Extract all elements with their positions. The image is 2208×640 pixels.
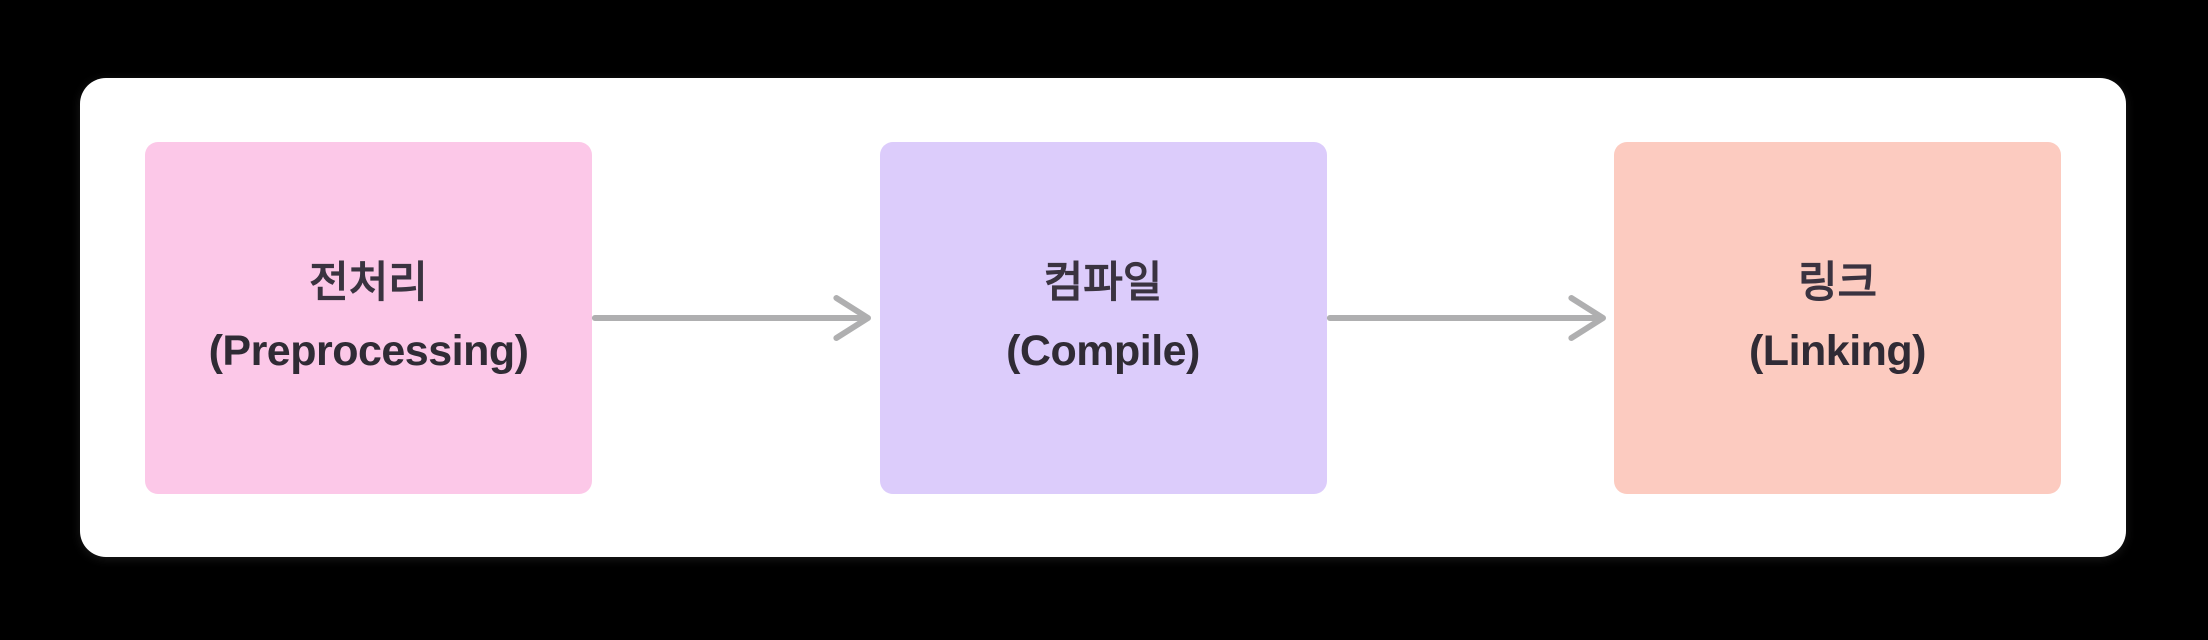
diagram-card: 전처리 (Preprocessing) 컴파일 (Compile) bbox=[80, 78, 2126, 557]
stage-label-ko-compile: 컴파일 bbox=[1043, 258, 1163, 307]
arrow-right-icon bbox=[592, 292, 880, 344]
stage-label-en-compile: (Compile) bbox=[1006, 326, 1200, 375]
stage-label-en-preprocessing: (Preprocessing) bbox=[208, 326, 529, 375]
stage-box-linking[interactable]: 링크 (Linking) bbox=[1614, 141, 2061, 494]
stage-label-en-linking: (Linking) bbox=[1748, 326, 1927, 375]
connector-compile-to-linking bbox=[1327, 288, 1615, 348]
stage-box-preprocessing[interactable]: 전처리 (Preprocessing) bbox=[145, 141, 592, 494]
stage-label-ko-preprocessing: 전처리 bbox=[309, 258, 428, 307]
flow-stage-row: 전처리 (Preprocessing) 컴파일 (Compile) bbox=[80, 78, 2126, 557]
stage-label-ko-linking: 링크 bbox=[1797, 258, 1878, 307]
stage-box-compile[interactable]: 컴파일 (Compile) bbox=[879, 141, 1327, 494]
arrow-right-icon bbox=[1327, 292, 1615, 344]
connector-preprocessing-to-compile bbox=[592, 288, 880, 348]
